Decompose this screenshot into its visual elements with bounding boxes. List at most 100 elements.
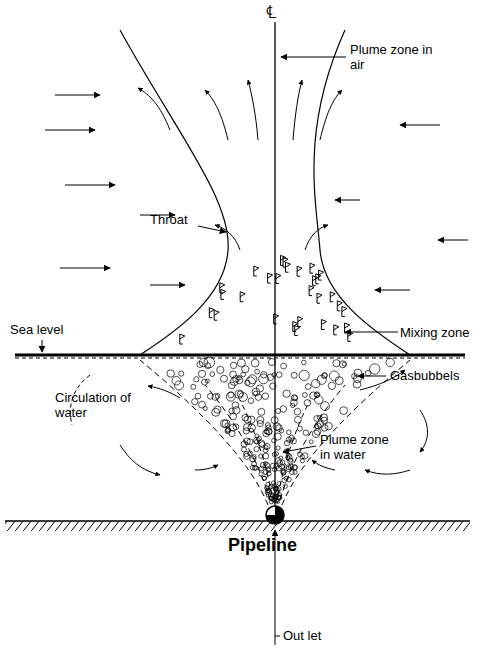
spray-droplet: [317, 293, 322, 303]
gas-bubble: [289, 435, 295, 441]
gas-bubble: [199, 358, 207, 366]
gas-bubble: [205, 363, 211, 369]
spray-droplet: [342, 307, 347, 317]
gas-bubble: [236, 377, 243, 384]
gas-bubble: [273, 423, 280, 430]
gas-bubble: [226, 428, 231, 433]
spray-droplet: [221, 289, 226, 299]
gas-bubble: [175, 381, 184, 390]
gas-bubble: [195, 393, 201, 399]
gas-bubble: [273, 498, 277, 502]
gas-bubble: [294, 408, 301, 415]
gas-bubble: [272, 495, 276, 499]
gas-bubble: [314, 416, 320, 422]
gas-bubble: [179, 371, 184, 376]
gas-bubble: [242, 366, 249, 373]
spray-droplet: [268, 273, 273, 283]
label: Gasbubbels: [390, 368, 470, 383]
label: Plume zone in air: [350, 42, 440, 72]
spray-droplet: [240, 292, 245, 302]
gas-bubble: [276, 409, 281, 414]
gas-bubble: [342, 362, 346, 366]
gas-bubble: [321, 402, 330, 411]
spray-droplet: [297, 266, 302, 276]
gas-bubble: [325, 423, 332, 430]
gas-bubble: [276, 425, 283, 432]
spray-droplet: [220, 283, 225, 293]
gas-bubble: [286, 466, 291, 471]
gas-bubble: [329, 371, 339, 381]
spray-droplet: [254, 266, 259, 276]
label: Circulation of water: [55, 390, 135, 420]
spray-droplet: [321, 320, 326, 330]
gas-bubble: [263, 462, 267, 466]
gas-bubble: [217, 366, 224, 373]
gas-bubble: [277, 496, 281, 500]
gas-bubble: [273, 467, 277, 471]
gas-bubble: [191, 384, 196, 389]
gas-bubble: [233, 424, 239, 430]
gas-bubble: [266, 425, 271, 430]
gas-bubble: [309, 440, 313, 444]
gas-bubble: [317, 421, 324, 428]
gas-bubble: [255, 440, 259, 444]
gas-bubble: [279, 429, 283, 433]
gas-bubble: [210, 372, 215, 377]
gas-bubble: [288, 458, 294, 464]
gas-bubble: [254, 447, 259, 452]
gas-bubble: [259, 466, 264, 471]
gas-bubble: [321, 373, 327, 379]
gas-bubble: [245, 380, 250, 385]
gas-bubble: [242, 414, 249, 421]
gas-bubble: [244, 438, 251, 445]
gas-bubble: [315, 424, 319, 428]
gas-bubble: [276, 458, 282, 464]
gas-bubble: [299, 370, 309, 380]
gas-bubble: [266, 488, 271, 493]
gas-bubble: [340, 407, 348, 415]
label: Throat: [150, 212, 210, 227]
gas-bubble: [248, 398, 254, 404]
gas-bubble: [241, 441, 247, 447]
label: Out let: [283, 628, 353, 643]
gas-bubble: [283, 390, 290, 397]
gas-bubble: [276, 446, 280, 450]
gas-bubble: [262, 476, 266, 480]
gas-bubble: [192, 399, 198, 405]
gas-bubble: [287, 430, 292, 435]
gas-bubble: [226, 427, 230, 431]
gas-bubble: [212, 394, 219, 401]
gas-bubble: [274, 433, 281, 440]
gas-bubble: [221, 375, 228, 382]
label: Pipeline: [228, 535, 328, 555]
gas-bubble: [263, 448, 268, 453]
gas-bubble: [310, 392, 317, 399]
gas-bubble: [276, 495, 280, 499]
gas-bubble: [202, 379, 208, 385]
gas-bubble: [226, 392, 235, 401]
gas-bubble: [255, 394, 262, 401]
gas-bubble: [198, 370, 205, 377]
gas-bubble: [339, 361, 346, 368]
gas-bubble: [272, 438, 277, 443]
gas-bubble: [263, 470, 268, 475]
gas-bubble: [172, 376, 181, 385]
gas-bubble: [287, 477, 292, 482]
gas-bubble: [232, 402, 239, 409]
spray-droplet: [337, 301, 342, 311]
spray-droplet: [309, 286, 314, 296]
spray-droplet: [286, 262, 291, 272]
spray-droplet: [316, 274, 321, 284]
gas-bubble: [293, 470, 297, 474]
gas-bubble: [241, 447, 246, 452]
gas-bubble: [297, 426, 302, 431]
gas-bubble: [352, 374, 357, 379]
gas-bubble: [220, 420, 228, 428]
gas-bubble: [194, 377, 199, 382]
gas-bubble: [291, 372, 297, 378]
gas-bubble: [274, 452, 278, 456]
gas-bubble: [257, 416, 264, 423]
spray-droplet: [276, 274, 281, 284]
gas-bubble: [268, 358, 275, 365]
